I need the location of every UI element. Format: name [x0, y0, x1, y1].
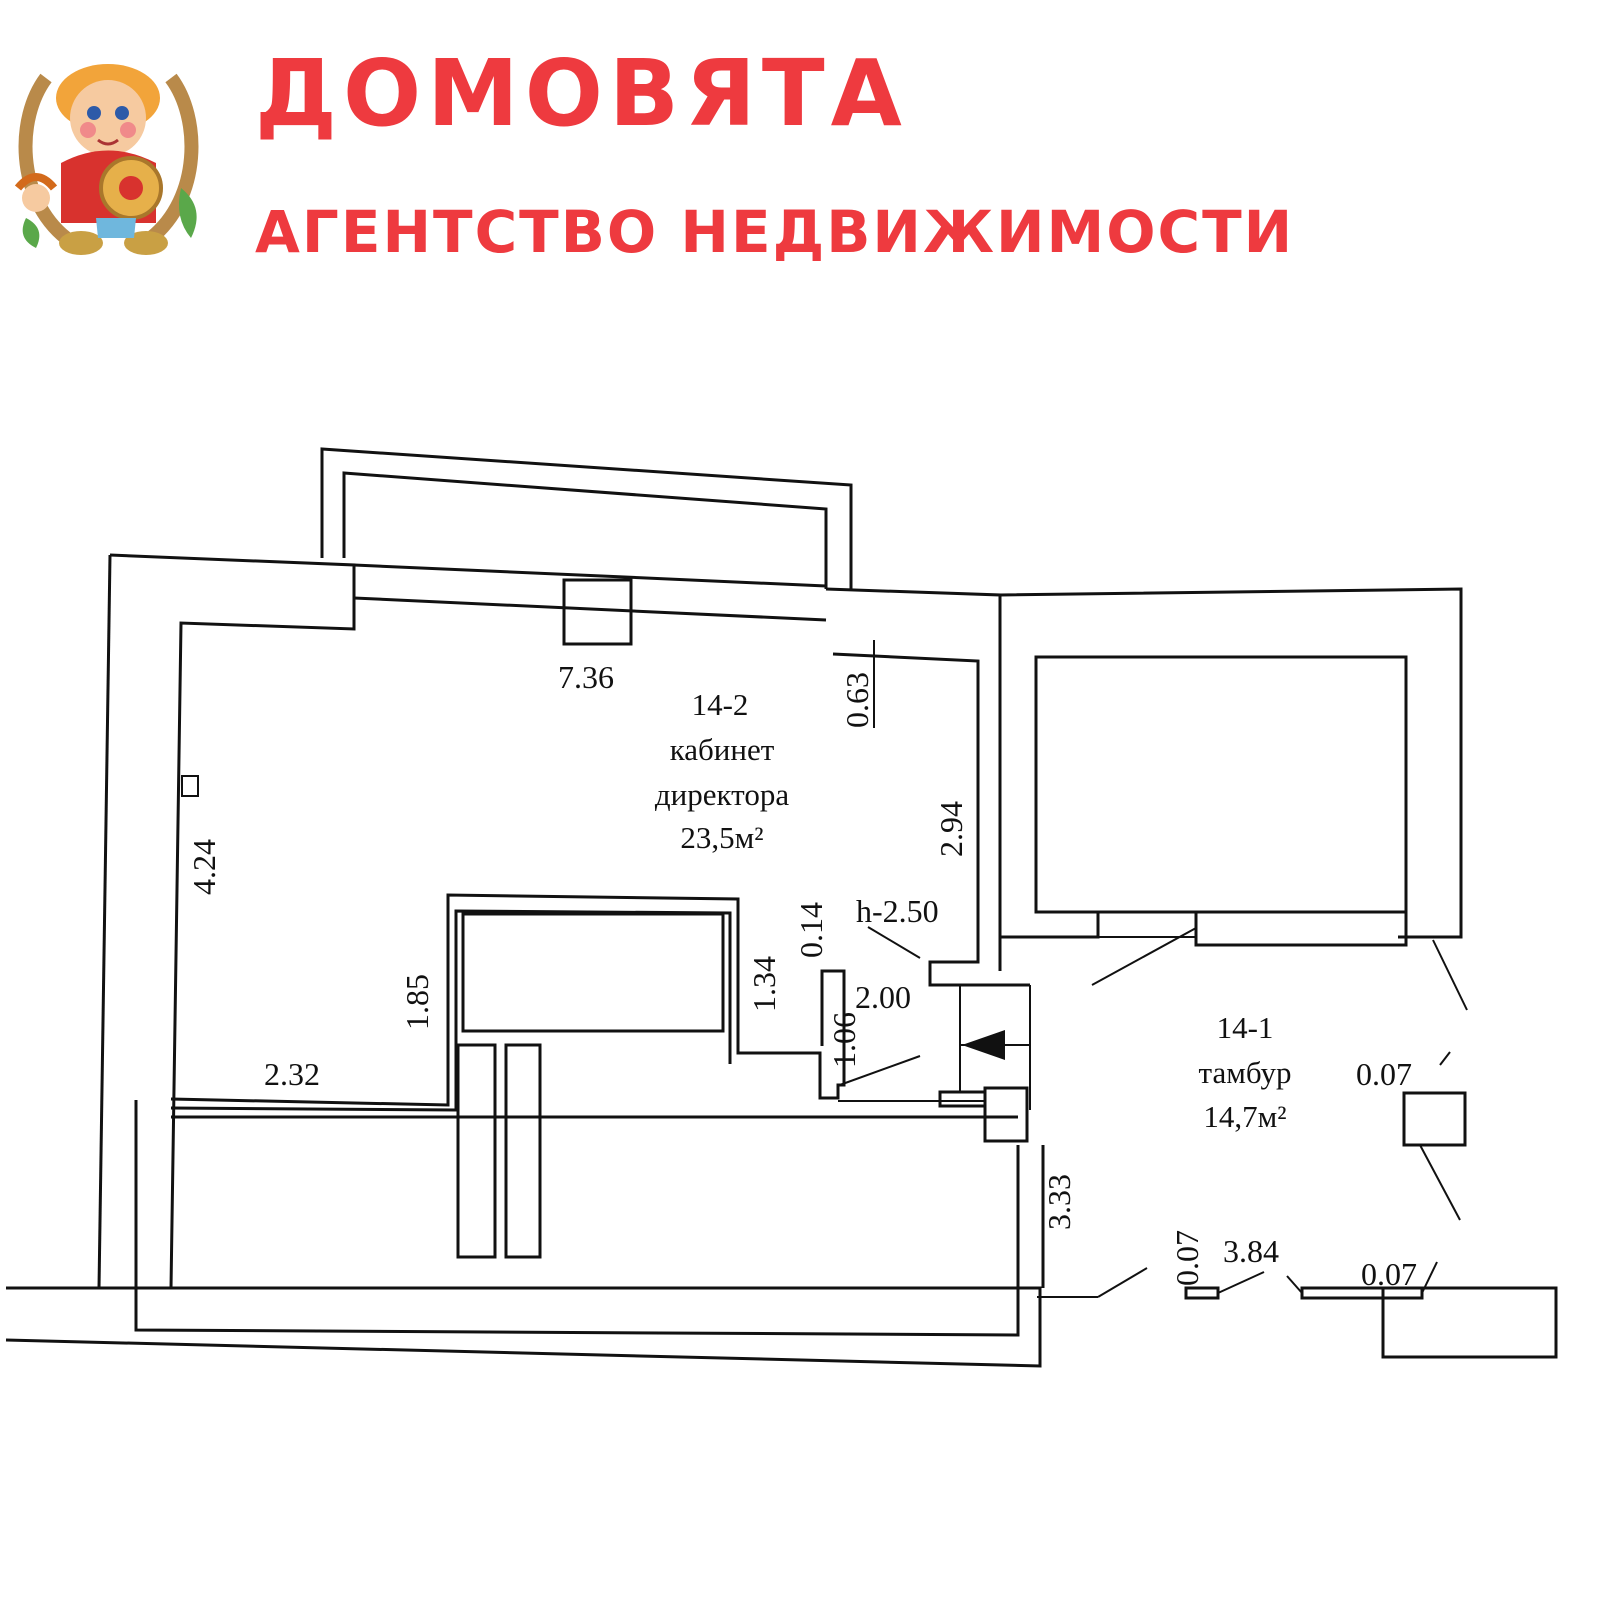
dim-step-depth: 1.06	[826, 1012, 862, 1068]
room-vestibule-area: 14,7м²	[1203, 1099, 1286, 1134]
dim-right-upper: 2.94	[933, 801, 969, 857]
dim-top-width: 7.36	[558, 659, 614, 695]
dim-ceiling-height: h-2.50	[856, 893, 939, 929]
room-vestibule: 14-1 тамбур 14,7м²	[1199, 1010, 1292, 1134]
dim-post-b: 0.07	[1169, 1230, 1205, 1286]
walls	[5, 447, 1558, 1368]
dim-wall-a: 0.14	[793, 902, 829, 958]
dim-partition-height: 1.85	[399, 974, 435, 1030]
entry-arrow-icon	[962, 1030, 1005, 1060]
dim-post-a: 0.07	[1356, 1056, 1412, 1092]
dim-vestibule-height: 3.33	[1041, 1174, 1077, 1230]
room-office: 14-2 кабинет директора 23,5м²	[655, 687, 789, 855]
brand-name: ДОМОВЯТА	[255, 40, 908, 147]
dim-block-height: 1.34	[746, 956, 782, 1012]
room-office-number: 14-2	[692, 687, 749, 722]
dim-left-height: 4.24	[186, 839, 222, 895]
dim-vestibule-width: 3.84	[1223, 1233, 1279, 1269]
header: ДОМОВЯТА АГЕНТСТВО НЕДВИЖИМОСТИ	[0, 0, 1600, 290]
room-office-area: 23,5м²	[680, 820, 763, 855]
logo-domovyata-icon	[14, 64, 199, 255]
dimension-labels: 7.36 0.63 4.24 2.94 h-2.50 0.14 1.34 2.0…	[186, 659, 1417, 1292]
dim-post-c: 0.07	[1361, 1256, 1417, 1292]
room-office-name2: директора	[655, 777, 789, 812]
dim-partition-width: 2.32	[264, 1056, 320, 1092]
room-office-name: кабинет	[670, 732, 775, 767]
dim-niche-depth: 0.63	[839, 672, 875, 728]
room-vestibule-name: тамбур	[1199, 1055, 1292, 1090]
dim-corridor-width: 2.00	[855, 979, 911, 1015]
room-vestibule-number: 14-1	[1217, 1010, 1274, 1045]
brand-tagline: АГЕНТСТВО НЕДВИЖИМОСТИ	[255, 198, 1295, 266]
column-marker-icon	[181, 775, 199, 797]
